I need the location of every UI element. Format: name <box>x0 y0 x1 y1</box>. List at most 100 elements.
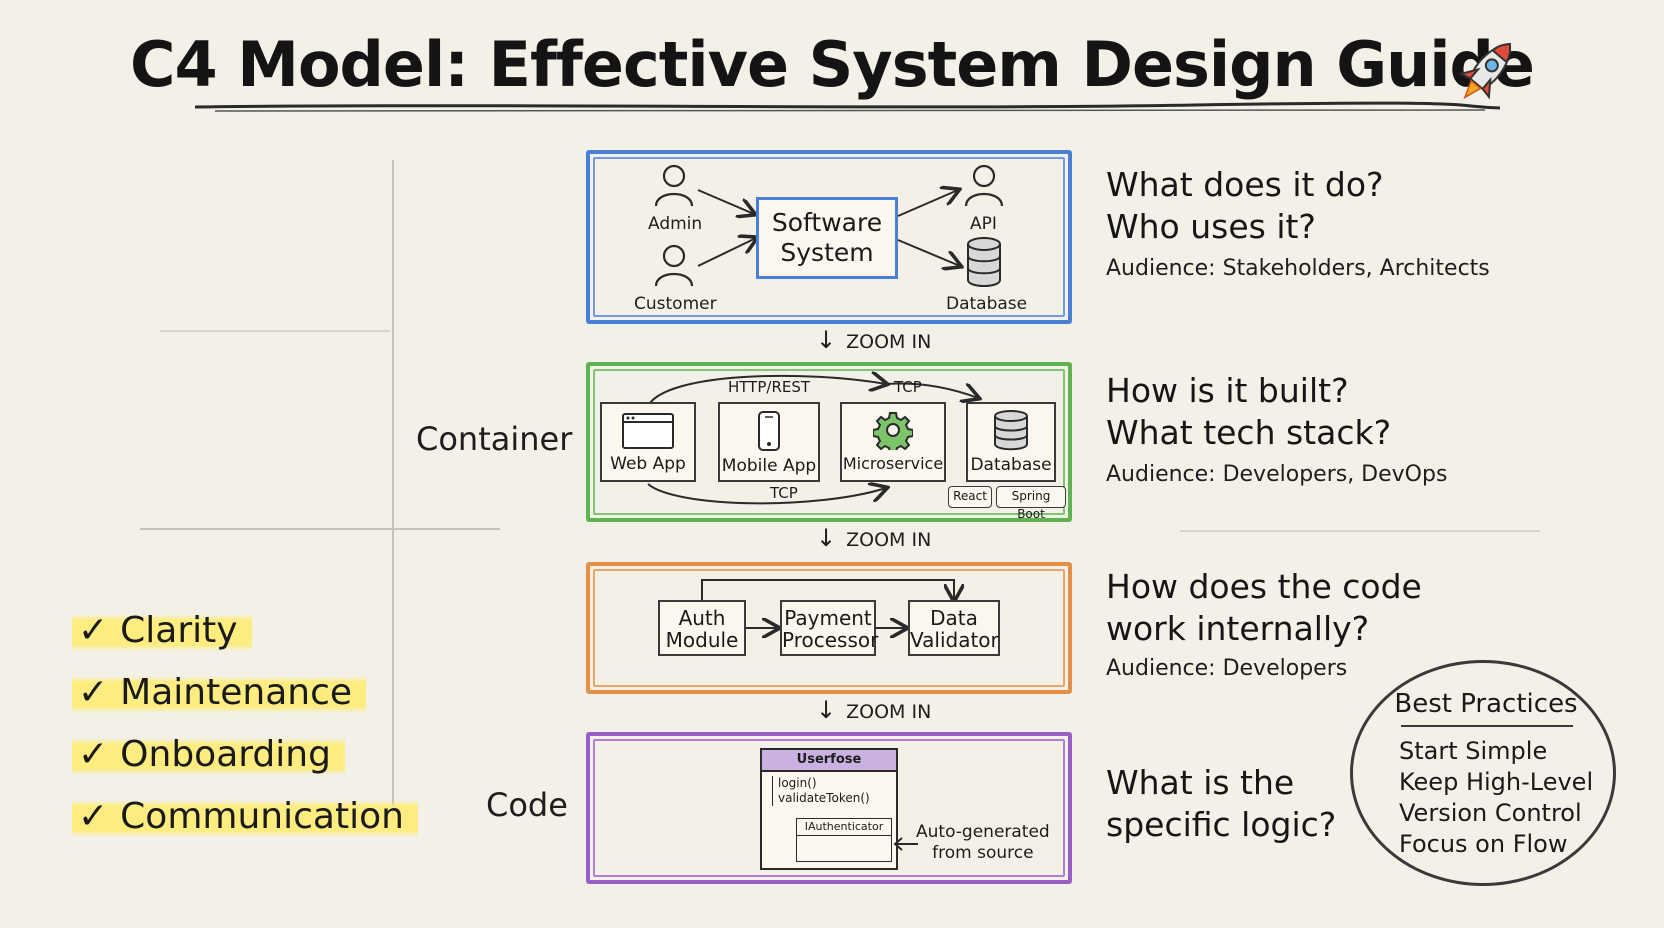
payment-processor-component: Payment Processor <box>780 600 879 656</box>
container-level-box <box>586 362 1072 522</box>
react-tag: React <box>948 486 992 508</box>
arrow-down-icon: ↓ <box>816 326 837 354</box>
zoom-in-label: ZOOM IN <box>846 331 932 353</box>
context-box-border <box>586 150 1072 324</box>
rocket-icon <box>1458 42 1512 100</box>
container-question-line2: What tech stack? <box>1106 413 1392 452</box>
benefit-label: Communication <box>120 796 404 837</box>
payment-processor-label-line2: Processor <box>782 628 879 652</box>
benefit-label: Clarity <box>120 610 238 651</box>
context-level-box <box>586 150 1072 324</box>
background-sketch-vertical <box>392 160 394 820</box>
checkmark-icon: ✓ <box>78 796 109 837</box>
zoom-in-label: ZOOM IN <box>846 529 932 551</box>
background-sketch-horizontal <box>160 330 390 332</box>
checkmark-icon: ✓ <box>78 734 109 775</box>
context-question-line2: Who uses it? <box>1106 207 1316 246</box>
benefit-item: ✓ Maintenance <box>72 672 367 713</box>
microservice-label: Microservice <box>842 454 944 473</box>
context-audience: Audience: Stakeholders, Architects <box>1106 256 1490 281</box>
auto-generated-note: Auto-generated from source <box>916 822 1050 864</box>
data-validator-label-line1: Data <box>930 606 978 630</box>
checkmark-icon: ✓ <box>78 672 109 713</box>
microservice-container: Microservice <box>840 402 946 482</box>
person-icon <box>654 244 694 287</box>
auth-module-label-line1: Auth <box>678 606 726 630</box>
component-question-line1: How does the code <box>1106 567 1422 606</box>
database-icon <box>967 237 1001 287</box>
mobile-app-container: Mobile App <box>718 402 820 482</box>
context-diagram <box>654 164 1004 287</box>
uml-method-login: login() <box>778 776 817 790</box>
software-system-box: Software System <box>756 197 898 279</box>
person-icon <box>654 164 694 207</box>
arrow-down-icon: ↓ <box>816 696 837 724</box>
uml-methods: login() validateToken() <box>772 776 890 806</box>
tcp-bottom-label: TCP <box>770 484 798 502</box>
zoom-in-label: ZOOM IN <box>846 701 932 723</box>
best-practices-underline <box>1401 725 1573 727</box>
container-question-line1: How is it built? <box>1106 371 1349 410</box>
best-practices-title: Best Practices <box>1394 689 1578 719</box>
best-practice-item: Keep High-Level <box>1399 768 1594 796</box>
http-rest-label: HTTP/REST <box>728 378 811 396</box>
zoom-in-indicator: ↓ ZOOM IN <box>816 696 931 724</box>
context-arrows <box>697 190 960 266</box>
best-practice-item: Start Simple <box>1399 737 1548 765</box>
database-container: Database <box>966 402 1056 482</box>
software-system-label-line2: System <box>780 238 874 267</box>
container-level-label: Container <box>416 420 573 458</box>
mobile-phone-icon <box>758 411 780 451</box>
code-box-inner-border <box>593 739 1065 877</box>
best-practice-item: Version Control <box>1399 799 1582 827</box>
container-box-border <box>586 362 1072 522</box>
component-level-box <box>586 562 1072 694</box>
uml-method-validate-token: validateToken() <box>778 791 870 805</box>
benefit-item: ✓ Clarity <box>72 610 252 651</box>
best-practice-item: Focus on Flow <box>1399 830 1568 858</box>
uml-class-name: Userfose <box>762 750 896 772</box>
background-sketch-horizontal <box>140 528 500 530</box>
code-level-box <box>586 732 1072 884</box>
container-audience: Audience: Developers, DevOps <box>1106 462 1448 487</box>
benefit-item: ✓ Onboarding <box>72 734 345 775</box>
container-connectors <box>647 362 1072 505</box>
software-system-label-line1: Software <box>771 208 883 237</box>
title-underline <box>195 101 1501 112</box>
auto-generated-note-line1: Auto-generated <box>916 822 1050 842</box>
note-arrow <box>893 837 918 851</box>
spring-boot-tag: Spring Boot <box>996 486 1066 521</box>
benefit-label: Onboarding <box>120 734 331 775</box>
code-question: What is the specific logic? <box>1106 762 1336 846</box>
page-title: C4 Model: Effective System Design Guide <box>130 28 1535 101</box>
zoom-in-indicator: ↓ZOOM IN <box>816 524 931 552</box>
data-validator-label-line2: Validator <box>910 628 999 652</box>
code-level-label: Code <box>486 786 568 824</box>
code-question-line1: What is the <box>1106 763 1295 802</box>
component-question-line2: work internally? <box>1106 609 1370 648</box>
container-box-inner-border <box>593 369 1065 515</box>
code-box-border <box>586 732 1072 884</box>
component-audience: Audience: Developers <box>1106 656 1348 681</box>
auth-module-component: Auth Module <box>658 600 746 656</box>
tcp-top-label: TCP <box>894 378 922 396</box>
payment-processor-label-line1: Payment <box>784 606 872 630</box>
browser-window-icon <box>622 413 674 449</box>
auto-generated-note-line2: from source <box>932 843 1034 863</box>
web-app-label: Web App <box>610 454 686 474</box>
web-app-container: Web App <box>600 402 696 482</box>
benefit-label: Maintenance <box>120 672 353 713</box>
uml-interface-box: IAuthenticator <box>796 818 892 862</box>
data-validator-component: Data Validator <box>908 600 1000 656</box>
gear-icon <box>872 412 914 454</box>
best-practices-bubble: Best Practices Start Simple Keep High-Le… <box>1350 660 1616 886</box>
context-question-line1: What does it do? <box>1106 165 1384 204</box>
database-icon <box>994 410 1028 451</box>
context-question: What does it do? Who uses it? <box>1106 164 1384 248</box>
context-api-label: API <box>970 214 997 234</box>
database-container-label: Database <box>970 455 1052 475</box>
mobile-app-label: Mobile App <box>721 456 817 476</box>
component-question: How does the code work internally? <box>1106 566 1422 650</box>
checkmark-icon: ✓ <box>78 610 109 651</box>
code-question-line2: specific logic? <box>1106 805 1337 844</box>
